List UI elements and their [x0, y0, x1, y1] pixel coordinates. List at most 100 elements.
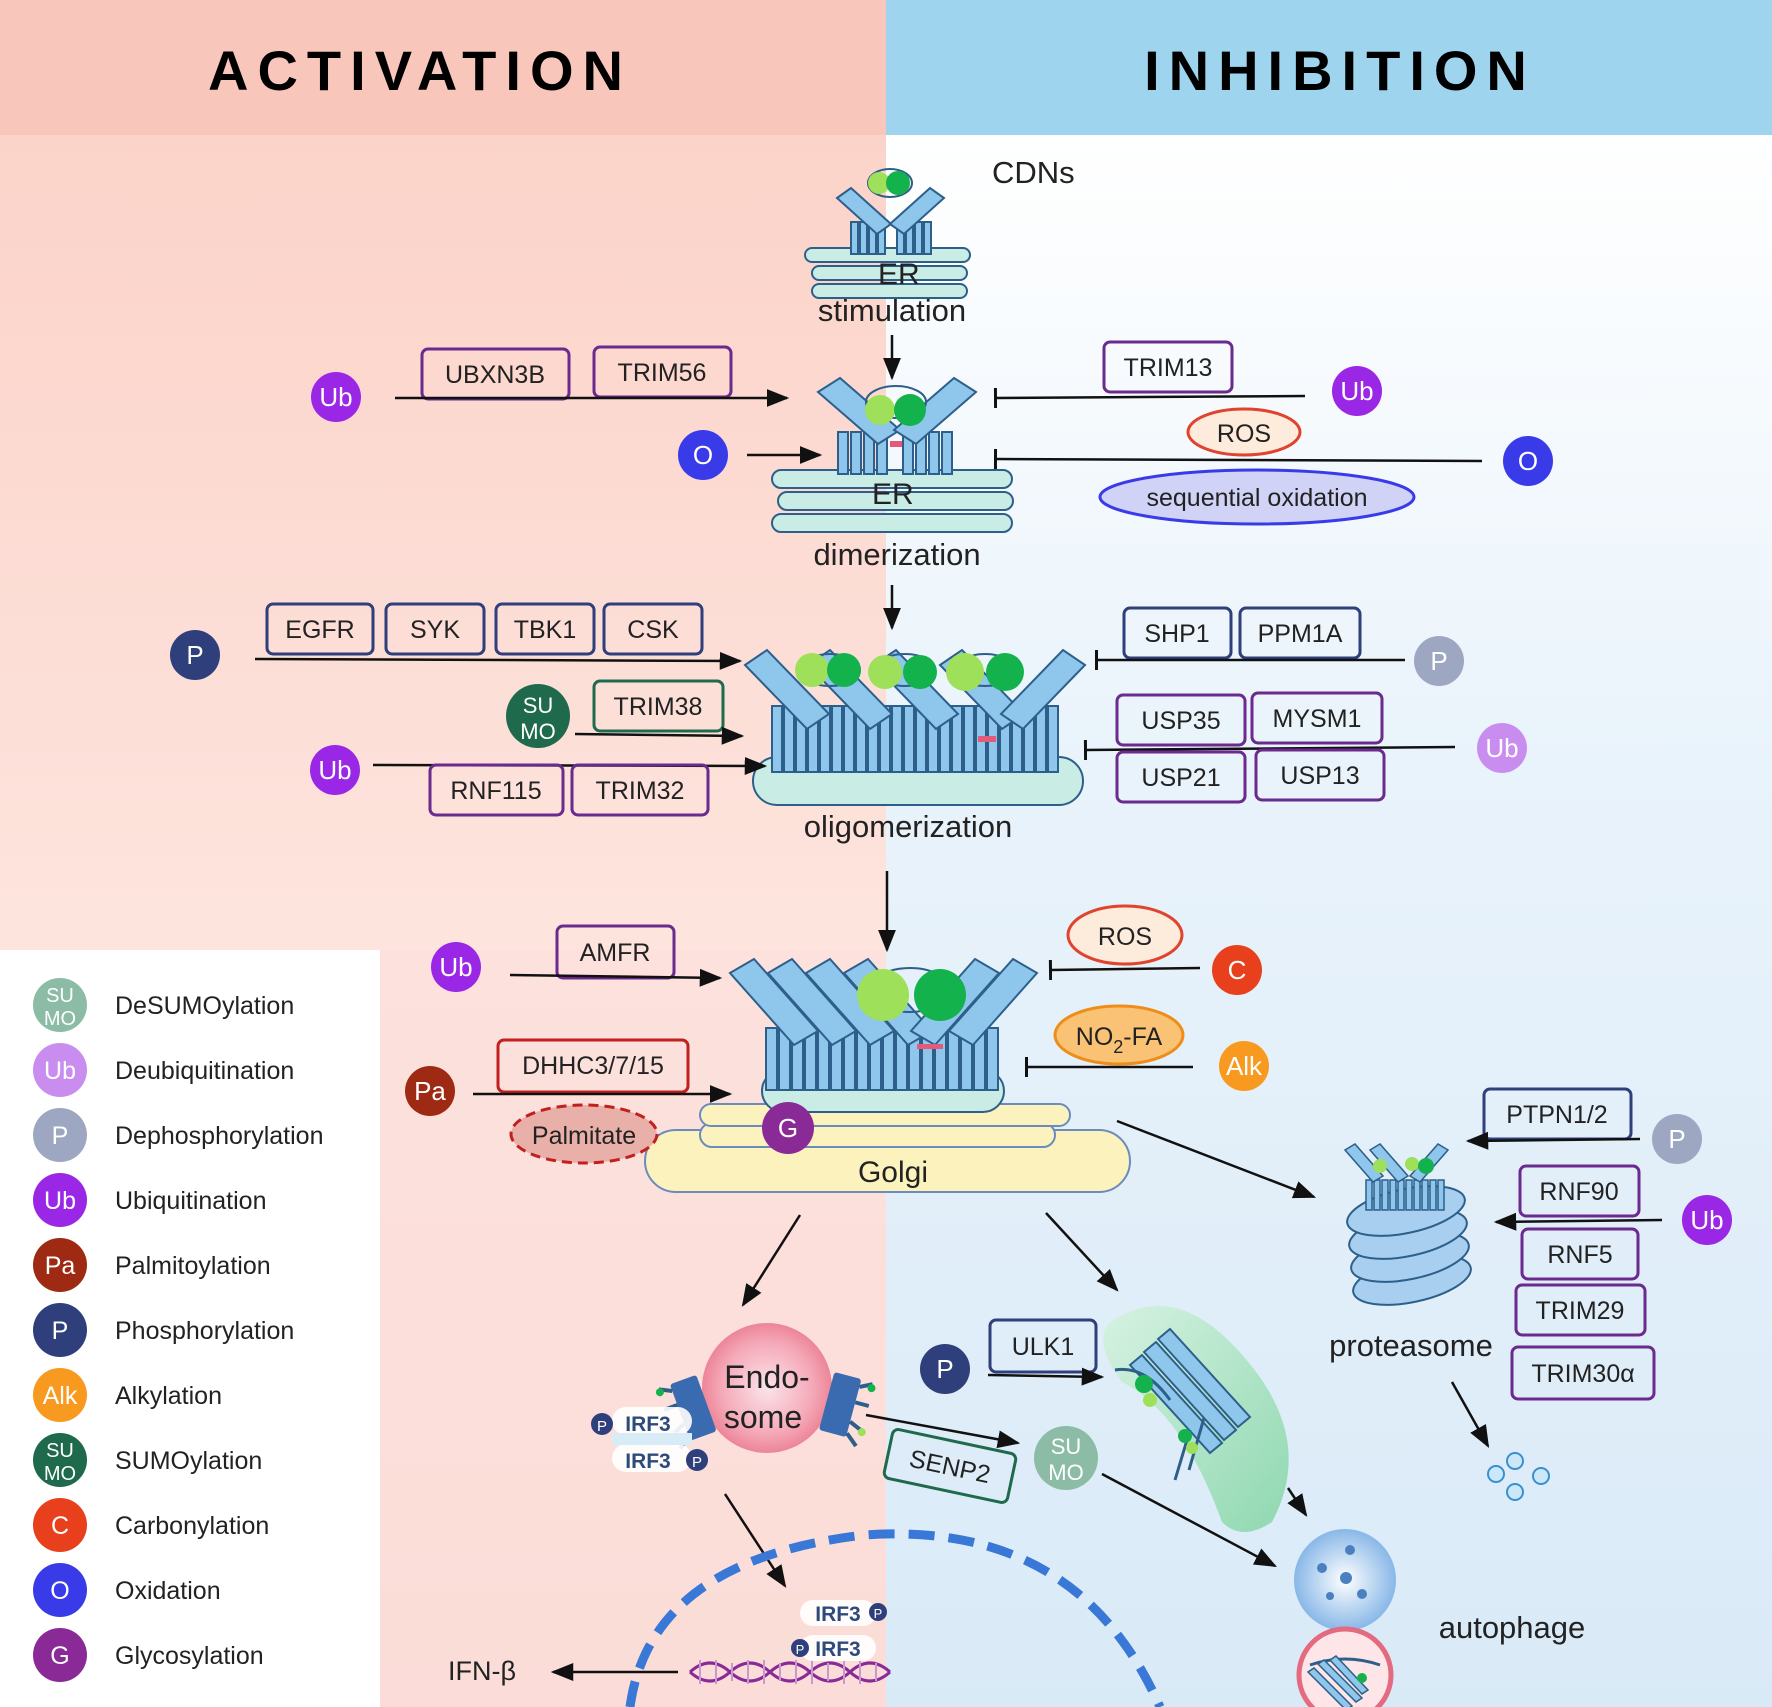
svg-text:ACTIVATION: ACTIVATION — [208, 39, 632, 102]
sting-oligomer-figure — [743, 648, 1087, 806]
svg-text:P: P — [186, 640, 203, 670]
svg-text:Ub: Ub — [439, 952, 472, 982]
legend-symbol-text: Pa — [45, 1252, 76, 1280]
legend-symbol-text: SU — [46, 1440, 74, 1462]
svg-text:O: O — [1518, 446, 1538, 476]
legend-symbol-text: G — [50, 1642, 69, 1670]
dimerization-label: dimerization — [813, 537, 980, 572]
rnf115-box: RNF115 — [428, 763, 565, 817]
cdn-dark-icon — [886, 171, 910, 195]
trim13-box: TRIM13 — [1102, 340, 1234, 394]
usp21-box: USP21 — [1115, 750, 1247, 804]
svg-text:EGFR: EGFR — [285, 616, 354, 644]
legend-symbol — [33, 1498, 87, 1552]
desumo-circle-senp2: SU MO — [1034, 1426, 1098, 1490]
svg-text:Palmitate: Palmitate — [532, 1122, 636, 1150]
amfr-box: AMFR — [555, 924, 676, 980]
svg-text:ULK1: ULK1 — [1012, 1333, 1075, 1361]
legend-symbol — [33, 1108, 87, 1162]
svg-text:C: C — [1228, 955, 1247, 985]
egfr-box: EGFR — [265, 602, 375, 656]
ub-circle-dimer-inhibition: Ub — [1332, 366, 1382, 416]
svg-text:RNF5: RNF5 — [1547, 1241, 1612, 1269]
stimulation-label: stimulation — [818, 293, 966, 328]
pa-circle-golgi-activation: Pa — [405, 1066, 455, 1116]
no2fa-oval: NO2-FA — [1053, 1004, 1185, 1066]
proteasome-figure — [1343, 1143, 1472, 1306]
cdns-label: CDNs — [992, 155, 1075, 190]
svg-text:RNF115: RNF115 — [450, 777, 541, 805]
cdn-light-icon — [868, 172, 890, 194]
svg-text:MO: MO — [520, 719, 555, 744]
trim29-box: TRIM29 — [1514, 1283, 1647, 1337]
legend-symbol — [33, 1563, 87, 1617]
svg-text:P: P — [692, 1454, 702, 1471]
activation-header: ACTIVATION — [0, 0, 886, 135]
irf3-dimer-endosome: IRF3 IRF3 P P — [591, 1407, 708, 1473]
svg-text:MYSM1: MYSM1 — [1273, 705, 1362, 733]
usp35-box: USP35 — [1115, 693, 1247, 747]
svg-text:ROS: ROS — [1098, 923, 1152, 951]
proteasome-label: proteasome — [1329, 1328, 1493, 1363]
ub-circle-dimer-activation: Ub — [311, 372, 361, 422]
oligomerization-label: oligomerization — [804, 809, 1013, 844]
legend-symbol — [33, 1433, 87, 1487]
shp1-box: SHP1 — [1122, 606, 1233, 660]
legend-symbol-text: P — [52, 1122, 69, 1150]
svg-text:P: P — [1668, 1124, 1685, 1154]
svg-text:DHHC3/7/15: DHHC3/7/15 — [522, 1052, 664, 1080]
legend-symbol-text: MO — [44, 1463, 76, 1485]
svg-text:MO: MO — [1048, 1460, 1083, 1485]
legend-symbol-text: Ub — [44, 1187, 76, 1215]
svg-text:Pa: Pa — [414, 1076, 446, 1106]
mitochondria-autophagosome-figure — [1103, 1306, 1289, 1532]
legend-symbol — [33, 1368, 87, 1422]
svg-text:Ub: Ub — [1340, 376, 1373, 406]
svg-text:NO2-FA: NO2-FA — [1076, 1023, 1163, 1057]
svg-text:SU: SU — [1051, 1434, 1082, 1459]
sumo-circle-oligo-activation: SU MO — [506, 684, 570, 748]
legend-label: Glycosylation — [115, 1642, 264, 1670]
trim56-box: TRIM56 — [592, 345, 733, 399]
legend-symbol — [33, 1628, 87, 1682]
svg-text:P: P — [874, 1606, 883, 1621]
rnf5-box: RNF5 — [1520, 1227, 1640, 1281]
o-circle-dimer-inhibition: O — [1503, 436, 1553, 486]
legend-symbol-text: Ub — [44, 1057, 76, 1085]
c-circle-carbonylation: C — [1212, 945, 1262, 995]
legend-symbol-text: C — [51, 1512, 69, 1540]
svg-text:P: P — [597, 1418, 607, 1435]
legend-label: Alkylation — [115, 1382, 222, 1410]
er-label: ER — [878, 258, 920, 291]
svg-text:IRF3: IRF3 — [815, 1638, 861, 1661]
o-circle-dimer-activation: O — [678, 430, 728, 480]
g-circle-glycosylation: G — [762, 1102, 814, 1154]
svg-text:PTPN1/2: PTPN1/2 — [1506, 1101, 1607, 1129]
svg-text:RNF90: RNF90 — [1539, 1178, 1618, 1206]
svg-text:ER: ER — [872, 478, 914, 511]
usp13-box: USP13 — [1254, 748, 1386, 802]
legend-symbol — [33, 978, 87, 1032]
svg-text:USP13: USP13 — [1280, 762, 1359, 790]
svg-text:P: P — [1430, 646, 1447, 676]
svg-text:CSK: CSK — [627, 616, 679, 644]
svg-text:ROS: ROS — [1217, 420, 1271, 448]
svg-text:SU: SU — [523, 693, 554, 718]
svg-text:AMFR: AMFR — [580, 939, 651, 967]
svg-text:INHIBITION: INHIBITION — [1144, 39, 1536, 102]
legend-label: Carbonylation — [115, 1512, 269, 1540]
deub-circle-oligo-inhibition: Ub — [1477, 723, 1527, 773]
svg-text:Ub: Ub — [318, 755, 351, 785]
autophage-label: autophage — [1439, 1610, 1586, 1645]
degradation-dots-icon — [1487, 1452, 1550, 1501]
alk-circle-alkylation: Alk — [1219, 1041, 1269, 1091]
